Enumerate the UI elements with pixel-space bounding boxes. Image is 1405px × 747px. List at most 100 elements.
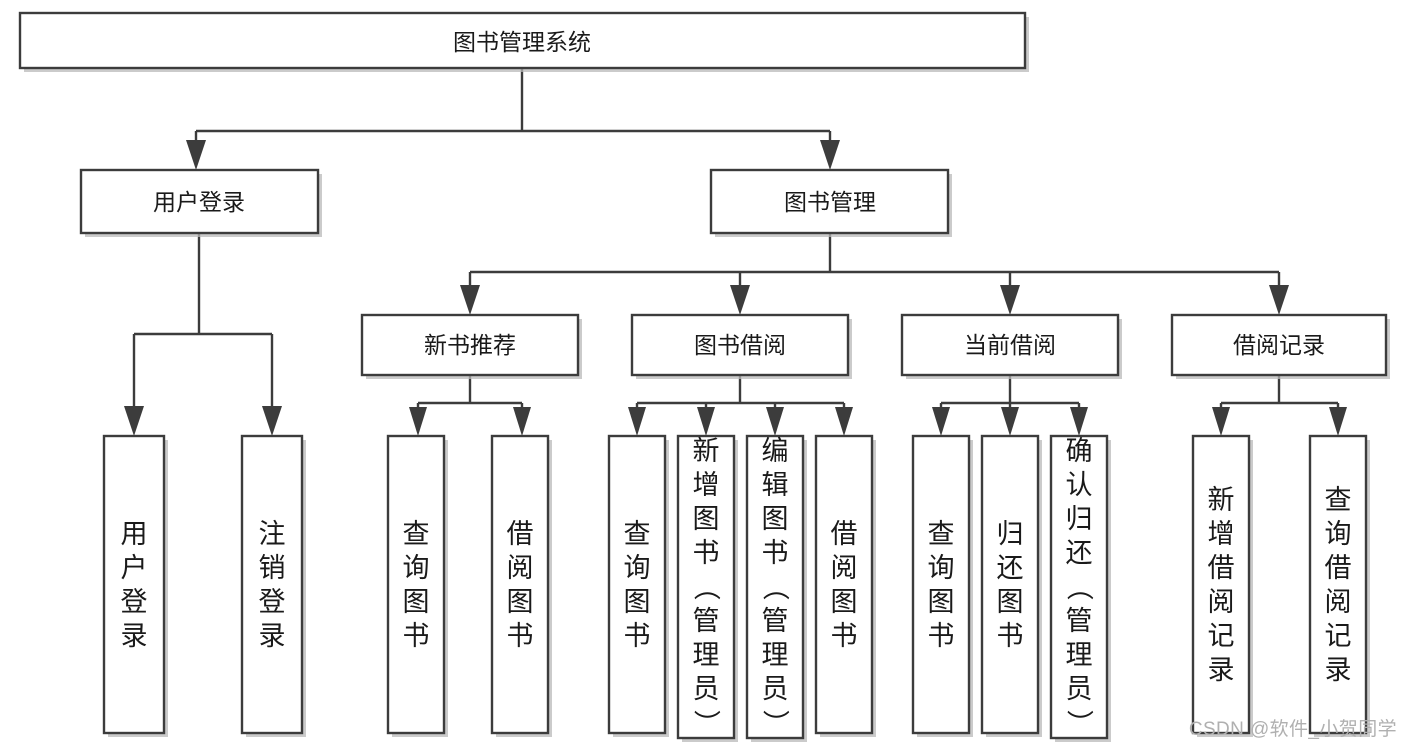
leaf-query-record-box — [1308, 434, 1368, 735]
leaf-query-book-1-box — [386, 434, 446, 735]
svg-text:借: 借 — [507, 519, 534, 549]
svg-text:询: 询 — [403, 553, 430, 583]
svg-text:图: 图 — [831, 587, 858, 617]
svg-text:）: ） — [760, 710, 790, 737]
user-login-label: 用户登录 — [153, 189, 245, 215]
svg-text:管: 管 — [1066, 606, 1093, 636]
arrowhead-leaf-edit-book — [766, 407, 784, 436]
svg-text:编: 编 — [762, 436, 789, 466]
svg-text:记: 记 — [1208, 621, 1235, 651]
svg-text:理: 理 — [1066, 640, 1093, 670]
arrowhead-leaf-query-record — [1329, 407, 1347, 436]
nbr-box — [360, 313, 580, 377]
svg-text:书: 书 — [624, 621, 651, 651]
svg-text:注: 注 — [259, 519, 286, 549]
svg-text:辑: 辑 — [762, 470, 789, 500]
nbr-label: 新书推荐 — [424, 332, 516, 358]
root-label: 图书管理系统 — [453, 29, 591, 55]
svg-text:用: 用 — [121, 519, 148, 549]
leaf-query-book-2-box — [607, 434, 667, 735]
leaf-add-record-box — [1191, 434, 1251, 735]
svg-text:图: 图 — [693, 504, 720, 534]
arrowhead-leaf-return-book — [1001, 407, 1019, 436]
node-current-borrow[interactable]: 当前借阅 — [900, 313, 1122, 379]
svg-text:书: 书 — [403, 621, 430, 651]
svg-text:录: 录 — [1325, 655, 1352, 685]
arrowhead-leaf-confirm-return — [1070, 407, 1088, 436]
svg-text:书: 书 — [693, 538, 720, 568]
leaf-edit-book-box — [745, 434, 805, 740]
arrowhead-leaf-add-record — [1212, 407, 1230, 436]
node-borrow-record[interactable]: 借阅记录 — [1170, 313, 1390, 379]
svg-text:（: （ — [1064, 574, 1094, 601]
svg-text:）: ） — [691, 710, 721, 737]
svg-text:员: 员 — [693, 674, 720, 704]
node-new-book-recommend[interactable]: 新书推荐 — [360, 313, 582, 379]
svg-text:新: 新 — [1208, 485, 1235, 515]
connectors-layer — [124, 68, 1347, 436]
cb-box — [900, 313, 1120, 377]
svg-text:管: 管 — [693, 606, 720, 636]
br-box — [1170, 313, 1388, 377]
svg-text:认: 认 — [1066, 470, 1093, 500]
cb-label: 当前借阅 — [964, 332, 1056, 358]
svg-text:录: 录 — [1208, 655, 1235, 685]
svg-text:询: 询 — [928, 553, 955, 583]
svg-text:查: 查 — [1325, 485, 1352, 515]
arrowhead-book-management — [820, 140, 840, 170]
arrowhead-book-borrow — [730, 285, 750, 315]
svg-text:还: 还 — [1066, 538, 1093, 568]
svg-text:借: 借 — [1325, 553, 1352, 583]
svg-text:图: 图 — [403, 587, 430, 617]
svg-text:确: 确 — [1066, 436, 1093, 466]
arrowhead-leaf-query-book-3 — [932, 407, 950, 436]
leaf-user-login-box — [102, 434, 166, 735]
svg-text:书: 书 — [831, 621, 858, 651]
svg-text:图: 图 — [928, 587, 955, 617]
svg-text:还: 还 — [997, 553, 1024, 583]
svg-text:员: 员 — [762, 674, 789, 704]
svg-text:图: 图 — [624, 587, 651, 617]
svg-text:书: 书 — [762, 538, 789, 568]
arrowhead-new-book-recommend — [460, 285, 480, 315]
svg-text:图: 图 — [997, 587, 1024, 617]
svg-text:书: 书 — [928, 621, 955, 651]
svg-text:增: 增 — [693, 470, 720, 500]
svg-text:记: 记 — [1325, 621, 1352, 651]
leaf-return-book-box — [980, 434, 1040, 735]
node-book-borrow[interactable]: 图书借阅 — [630, 313, 852, 379]
svg-text:阅: 阅 — [1325, 587, 1352, 617]
svg-text:管: 管 — [762, 606, 789, 636]
book-management-label: 图书管理 — [784, 189, 876, 215]
svg-text:户: 户 — [121, 553, 148, 583]
leaf-add-book-box — [676, 434, 736, 740]
svg-text:询: 询 — [624, 553, 651, 583]
leaf-query-book-3-box — [911, 434, 971, 735]
svg-text:书: 书 — [997, 621, 1024, 651]
svg-text:归: 归 — [997, 519, 1024, 549]
node-root[interactable]: 图书管理系统 — [18, 11, 1029, 72]
svg-text:（: （ — [691, 574, 721, 601]
node-leaf-user-login[interactable]: 用户登录 — [102, 434, 168, 737]
node-book-management[interactable]: 图书管理 — [709, 168, 952, 237]
svg-text:销: 销 — [259, 553, 286, 583]
node-user-login[interactable]: 用户登录 — [79, 168, 322, 237]
